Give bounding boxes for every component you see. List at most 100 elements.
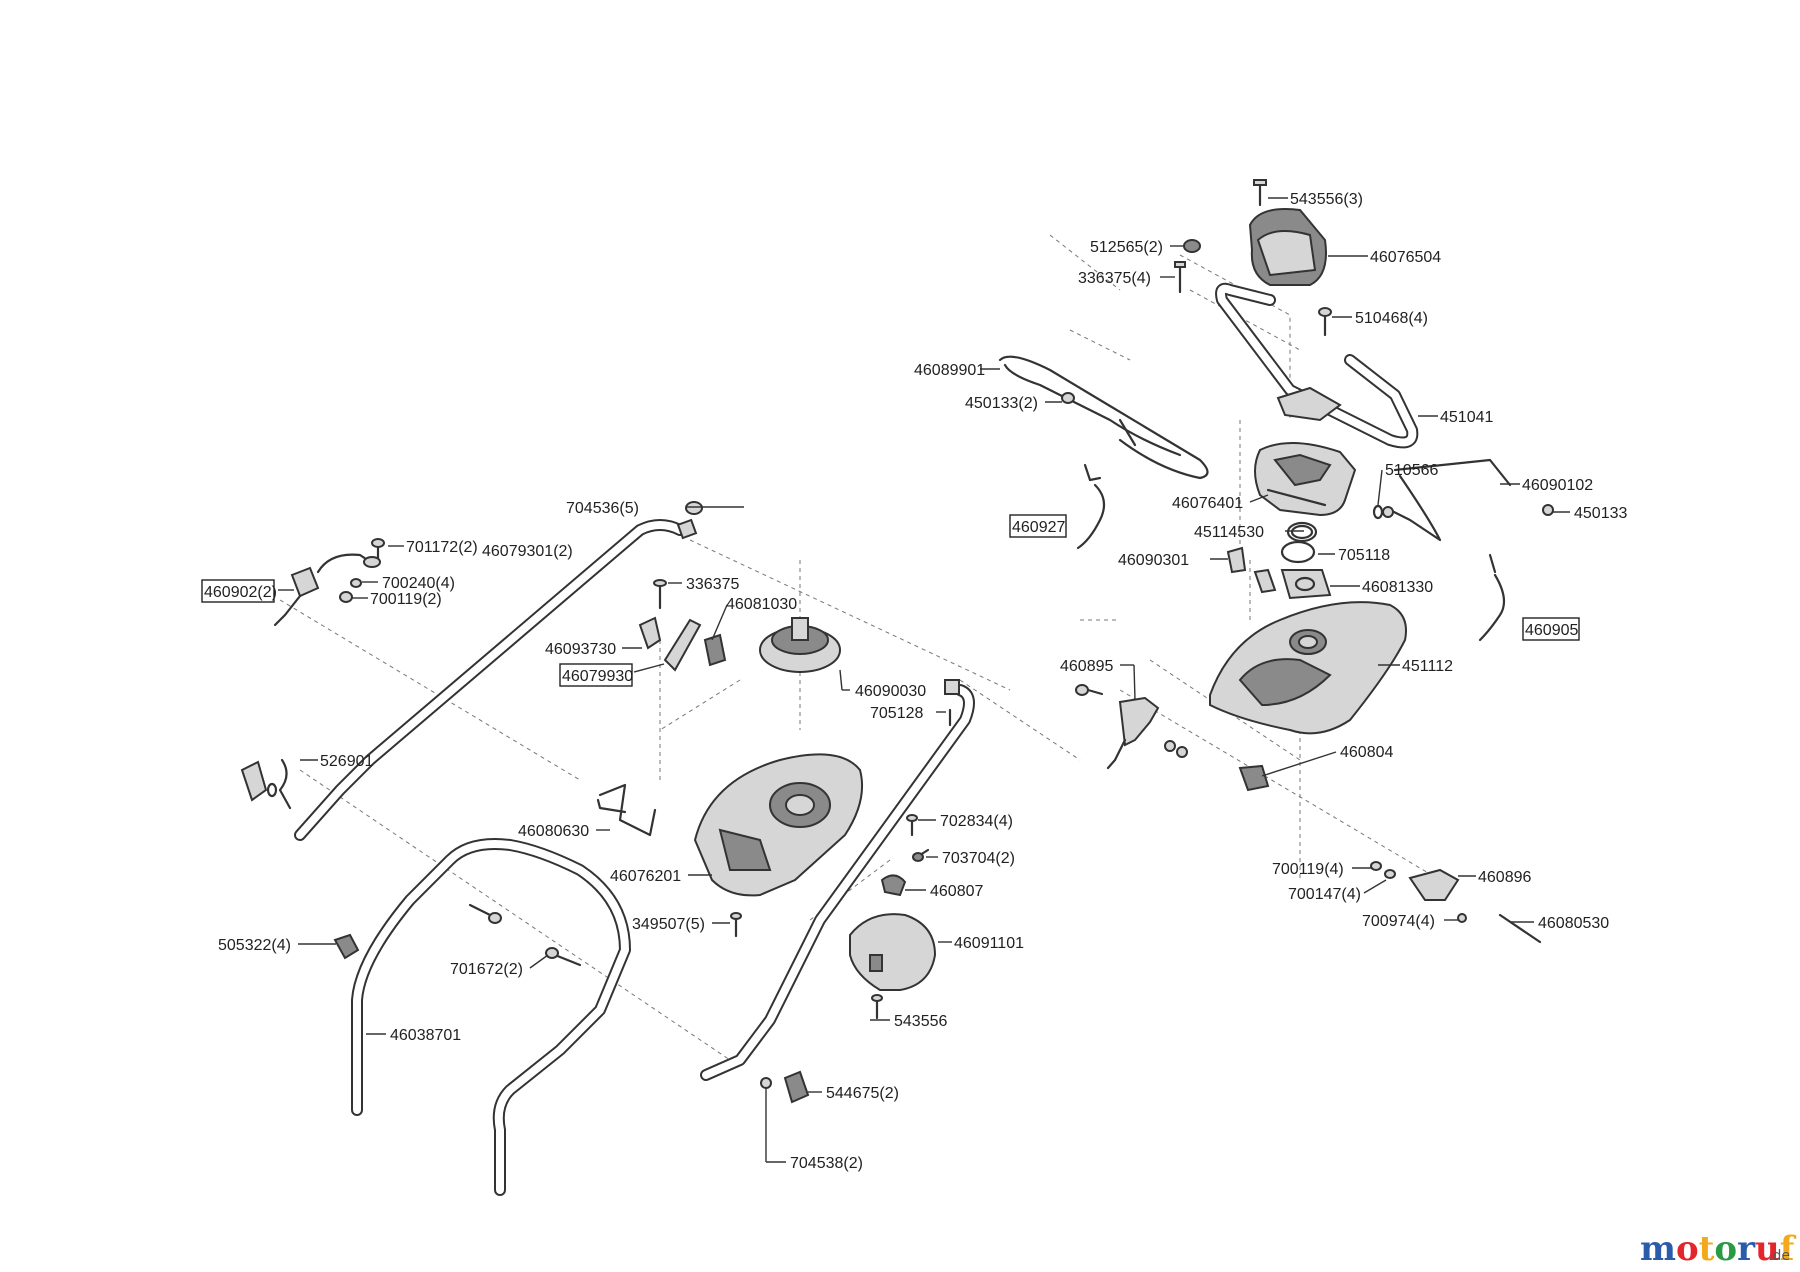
ring-45114530 <box>1286 521 1318 543</box>
label-460807: 460807 <box>930 883 983 900</box>
label-450133-2: 450133(2) <box>965 395 1038 412</box>
spring-450133 <box>1542 504 1554 516</box>
label-705128: 705128 <box>870 705 923 722</box>
washer-704538 <box>760 1077 772 1089</box>
logo-letter: m <box>1640 1229 1676 1269</box>
engine-deck-assembly <box>240 501 975 1196</box>
screw-702834 <box>906 814 918 837</box>
screw-703704 <box>912 848 930 862</box>
logo-suffix: .de <box>1768 1248 1790 1264</box>
lever-46090102 <box>1382 458 1512 542</box>
bracket-460896 <box>1370 861 1467 923</box>
logo-letter: r <box>1737 1229 1756 1269</box>
spring-450133-pair <box>1061 392 1075 404</box>
part-labels: 543556(3) 46076504 512565(2) 336375(4) 5… <box>204 191 1627 1172</box>
label-46080530: 46080530 <box>1538 915 1609 932</box>
label-46090301: 46090301 <box>1118 552 1189 569</box>
logo-letter: u <box>1755 1229 1780 1269</box>
label-512565-2: 512565(2) <box>1090 239 1163 256</box>
label-505322-4: 505322(4) <box>218 937 291 954</box>
label-705118: 705118 <box>1338 547 1390 564</box>
knob-505322 <box>333 933 360 960</box>
label-46081030: 46081030 <box>726 596 797 613</box>
label-46090030: 46090030 <box>855 683 926 700</box>
cable-460927 <box>1076 463 1106 550</box>
screw-349507 <box>730 912 742 938</box>
label-510566: 510566 <box>1385 462 1438 479</box>
label-543556-3: 543556(3) <box>1290 191 1363 208</box>
svg-text:motoruf: motoruf <box>1640 1229 1797 1269</box>
label-526901: 526901 <box>320 753 373 770</box>
handle-tube-46079301-b <box>700 679 975 1081</box>
bracket-46081030 <box>703 633 727 667</box>
label-700147-4: 700147(4) <box>1288 886 1361 903</box>
bolt-701672 <box>468 903 582 967</box>
bolt-701172 <box>363 538 385 568</box>
screw-336375-four <box>1174 261 1186 294</box>
leader-lines <box>278 197 1570 1163</box>
housing-46076201 <box>693 753 864 897</box>
logo-letter: f <box>1780 1229 1797 1269</box>
label-451041: 451041 <box>1440 409 1493 426</box>
label-703704-2: 703704(2) <box>942 850 1015 867</box>
label-46090102: 46090102 <box>1522 477 1593 494</box>
label-460902-2: 460902(2) <box>204 584 277 601</box>
top-cover-451112 <box>1209 601 1407 735</box>
label-46091101: 46091101 <box>954 935 1024 952</box>
label-704538-2: 704538(2) <box>790 1155 863 1172</box>
ring-705118 <box>1280 540 1316 564</box>
rod-46080530 <box>1498 913 1542 944</box>
washer-700240 <box>350 578 362 588</box>
label-46093730: 46093730 <box>545 641 616 658</box>
nut-704536 <box>685 501 703 515</box>
logo-letter: t <box>1699 1229 1715 1269</box>
bracket-46079930 <box>663 618 702 672</box>
motoruf-logo: motoruf .de <box>1640 1229 1797 1269</box>
knob-46090301 <box>1226 546 1277 594</box>
label-46080630: 46080630 <box>518 823 589 840</box>
handle-451041 <box>1215 282 1419 449</box>
bail-grip-46089901 <box>998 355 1209 480</box>
cover-46076504 <box>1248 208 1327 286</box>
cable-460902 <box>273 553 377 627</box>
label-510468-4: 510468(4) <box>1355 310 1428 327</box>
label-543556: 543556 <box>894 1013 947 1030</box>
callout-boxes <box>201 514 1580 687</box>
label-700119-4: 700119(4) <box>1272 861 1344 878</box>
washer-510566 <box>1372 504 1384 520</box>
lower-handle-46038701 <box>351 838 631 1196</box>
control-box-assembly <box>998 179 1554 944</box>
label-460804: 460804 <box>1340 744 1393 761</box>
bracket-46093730 <box>638 616 662 650</box>
label-46076401: 46076401 <box>1172 495 1243 512</box>
label-702834-4: 702834(4) <box>940 813 1013 830</box>
logo-letter: o <box>1676 1229 1699 1269</box>
handle-tube-46079301 <box>294 518 698 841</box>
label-46081330: 46081330 <box>1362 579 1433 596</box>
label-460896: 460896 <box>1478 869 1531 886</box>
label-700974-4: 700974(4) <box>1362 913 1435 930</box>
label-46076504: 46076504 <box>1370 249 1441 266</box>
pulley-46090030 <box>759 617 841 673</box>
bracket-46080630 <box>596 783 657 837</box>
label-460927: 460927 <box>1012 519 1065 536</box>
label-46079301-2: 46079301(2) <box>482 543 573 560</box>
label-336375-4: 336375(4) <box>1078 270 1151 287</box>
label-700240-4: 700240(4) <box>382 575 455 592</box>
label-336375: 336375 <box>686 576 739 593</box>
screw-543556-top <box>1253 179 1267 207</box>
label-701172-2: 701172(2) <box>406 539 478 556</box>
cable-460905 <box>1478 553 1506 642</box>
lever-460895 <box>1075 684 1160 770</box>
label-460895: 460895 <box>1060 658 1113 675</box>
cover-46091101 <box>849 913 937 991</box>
label-460905: 460905 <box>1525 622 1578 639</box>
housing-46076401 <box>1254 442 1357 517</box>
gasket-46081330 <box>1280 569 1332 600</box>
label-46089901: 46089901 <box>914 362 985 379</box>
label-45114530: 45114530 <box>1194 524 1264 541</box>
label-700119-2: 700119(2) <box>370 591 442 608</box>
label-46038701: 46038701 <box>390 1027 461 1044</box>
knob-460807 <box>880 874 907 897</box>
